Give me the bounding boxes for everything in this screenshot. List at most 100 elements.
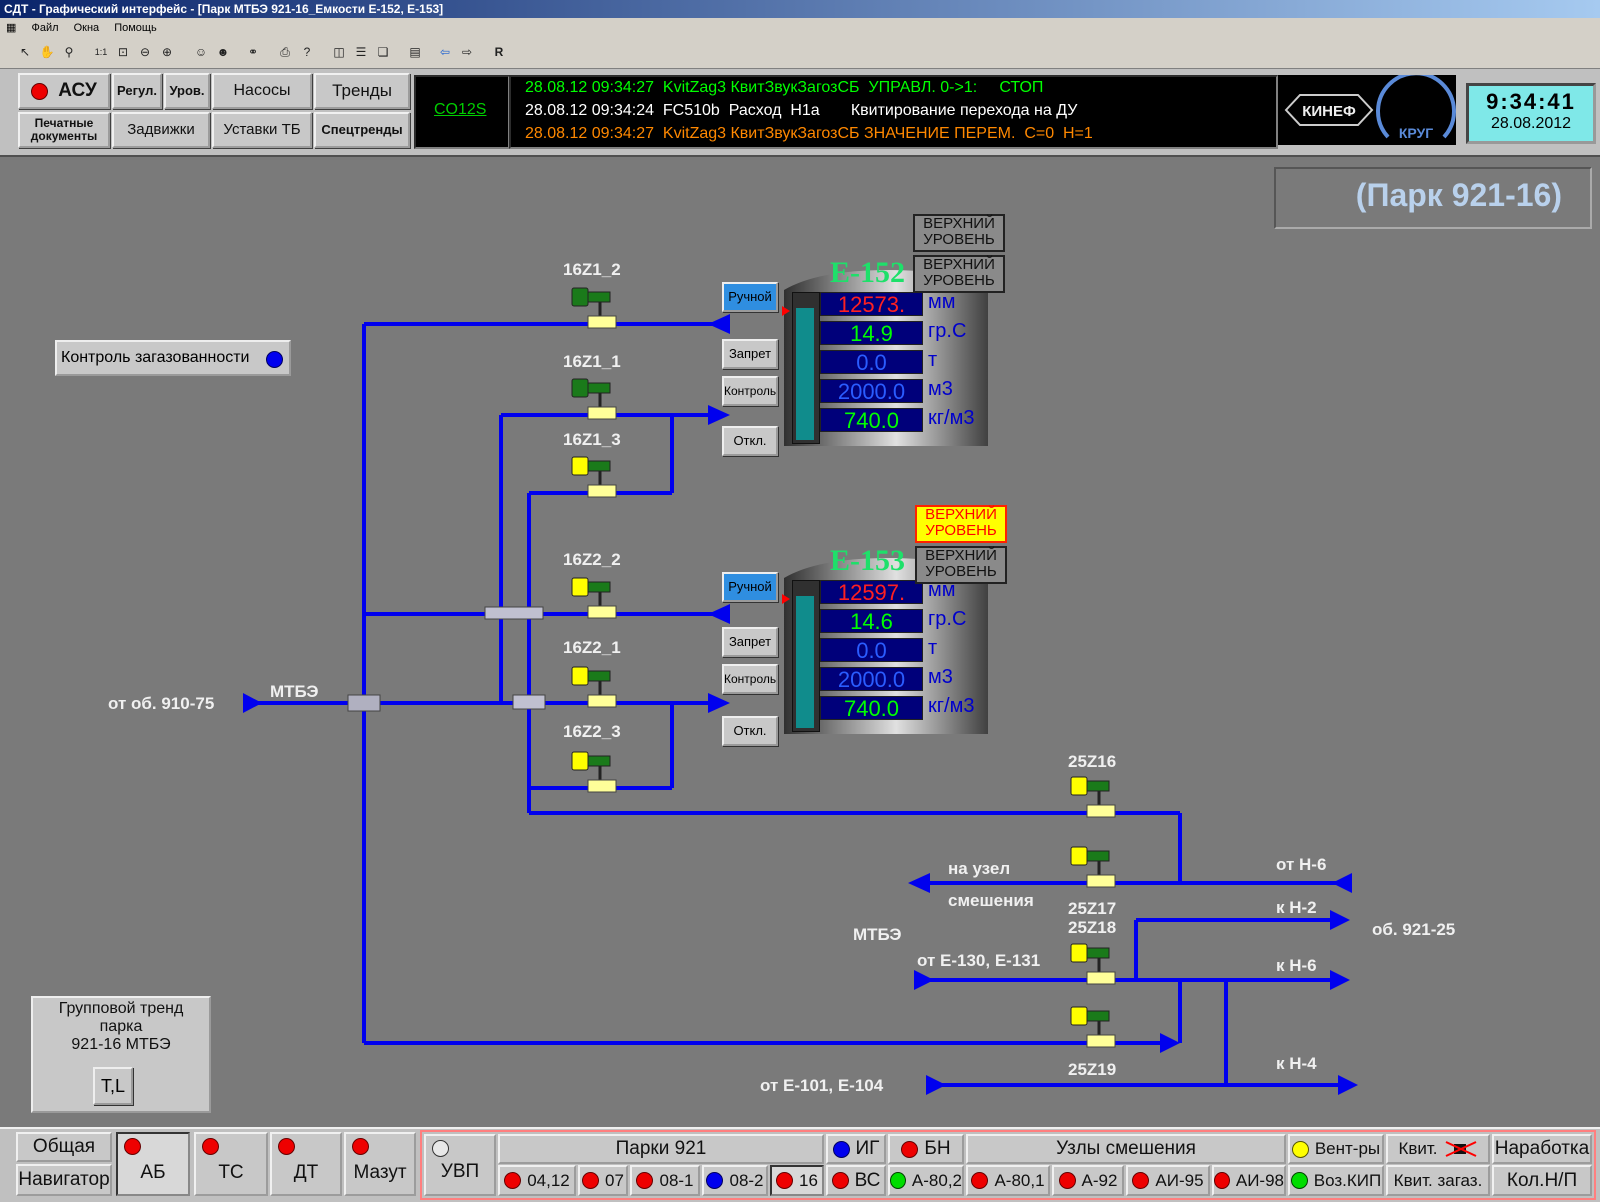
gas-control-button[interactable]: Контроль загазованности [55,340,291,376]
park-07-button[interactable]: 07 [578,1165,628,1196]
e152-control-button[interactable]: Контроль [722,376,778,406]
e152-off-button[interactable]: Откл. [722,426,778,456]
vs-button[interactable]: ВС [826,1165,886,1196]
valve-25z16[interactable] [1069,771,1129,823]
ab-button[interactable]: АБ [116,1132,190,1196]
group-trend-tl-button[interactable]: T,L [93,1067,133,1105]
navigator-button[interactable]: Навигатор [16,1164,112,1196]
asu-status-led [31,82,49,100]
kvit-button[interactable]: Квит. [1386,1134,1490,1164]
zoom-1-1-icon[interactable]: 1:1 [94,47,108,57]
zoom-fit-icon[interactable]: ⊡ [117,45,129,59]
pointer-icon[interactable]: ↖ [19,45,31,59]
bn-button[interactable]: БН [888,1134,964,1164]
urov-button[interactable]: Уров. [164,73,210,109]
a802-button[interactable]: А-80,2 [888,1165,964,1196]
print-icon[interactable]: ⎙ [280,45,290,59]
e152-manual-button[interactable]: Ручной [722,282,778,312]
e153-forbid-button[interactable]: Запрет [722,627,778,657]
tile-vertical-icon[interactable]: ◫ [333,45,345,59]
valve-16z2-2[interactable] [570,572,630,624]
tank-value: 14.9 [820,321,923,346]
menu-help[interactable]: Помощь [114,22,157,34]
valve-16z2-3[interactable] [570,746,630,798]
zoom-out-icon[interactable]: ⊖ [139,45,151,59]
back-arrow-icon[interactable]: ⇦ [439,45,451,59]
vent-button[interactable]: Вент-ры [1288,1134,1384,1164]
menu-file[interactable]: Файл [31,22,59,34]
menu-windows[interactable]: Окна [73,22,100,34]
tile-horizontal-icon[interactable]: ☰ [355,45,367,59]
ig-label: ИГ [855,1138,880,1159]
help-icon[interactable]: ? [303,45,311,59]
tank-value: 14.6 [820,609,923,634]
voz-kip-button[interactable]: Воз.КИП [1288,1165,1384,1196]
cascade-icon[interactable]: ❏ [377,45,389,59]
park-0412-button[interactable]: 04,12 [498,1165,576,1196]
valve-25z19[interactable] [1069,1001,1129,1053]
vent-label: Вент-ры [1314,1139,1381,1158]
park-title-box: (Парк 921-16) [1274,167,1592,229]
obshaya-button[interactable]: Общая [16,1132,112,1162]
kvit-zagaz-button[interactable]: Квит. загаз. [1386,1165,1490,1196]
uzly-smesheniya-header[interactable]: Узлы смешения [966,1134,1286,1164]
valve-25z17[interactable] [1069,841,1129,893]
valve-icon [1070,776,1116,818]
valve-16z2-1[interactable] [570,661,630,713]
forward-arrow-icon[interactable]: ⇨ [461,45,473,59]
nasosy-button[interactable]: Насосы [212,73,312,109]
valve-25z18[interactable] [1069,938,1129,990]
dt-button[interactable]: ДТ [270,1132,342,1196]
asu-button[interactable]: АСУ [18,73,110,109]
mazut-led [352,1138,369,1155]
narabotka-button[interactable]: Наработка [1492,1134,1592,1164]
label-ot-e130: от Е-130, Е-131 [917,951,1041,970]
park-081-button[interactable]: 08-1 [630,1165,700,1196]
valve-16z1-3[interactable] [570,451,630,503]
park-16-button[interactable]: 16 [770,1165,824,1196]
zadvizhki-button[interactable]: Задвижки [112,112,210,148]
ai98-button[interactable]: АИ-98 [1212,1165,1286,1196]
ts-button[interactable]: ТС [194,1132,268,1196]
valve-16z1-2[interactable] [570,282,630,334]
users-icon[interactable]: ☺ [194,45,208,59]
level-setpoint-marker [782,594,790,604]
co12s-panel[interactable]: CO12S [414,75,510,149]
e152-forbid-button[interactable]: Запрет [722,339,778,369]
magnifier-icon[interactable]: ⚲ [64,45,74,59]
ai95-button[interactable]: АИ-95 [1126,1165,1210,1196]
users-edit-icon[interactable]: ☻ [216,45,230,59]
valve-icon [571,751,617,793]
valve-16z1-1[interactable] [570,373,630,425]
co12s-link[interactable]: CO12S [434,101,487,118]
hand-icon[interactable]: ✋ [39,45,55,59]
spectrendy-button[interactable]: Спецтренды [314,112,410,148]
event-line-2: 28.08.12 09:34:24 FC510b Расход Н1а Квит… [525,102,1078,119]
ig-button[interactable]: ИГ [826,1134,886,1164]
zoom-in-icon[interactable]: ⊕ [161,45,173,59]
trendy-button[interactable]: Тренды [314,73,410,109]
window-list-icon[interactable]: ▤ [409,45,421,59]
park-07-led [582,1172,600,1189]
park-082-button[interactable]: 08-2 [702,1165,768,1196]
mazut-button[interactable]: Мазут [344,1132,416,1196]
bn-led [901,1140,919,1158]
a92-button[interactable]: А-92 [1052,1165,1124,1196]
printed-documents-button[interactable]: Печатные документы [18,112,110,148]
regul-button[interactable]: Регул. [112,73,162,109]
e153-control-button[interactable]: Контроль [722,664,778,694]
valve-icon [571,577,617,619]
r-button[interactable]: R [494,45,504,59]
ustavki-tb-button[interactable]: Уставки ТБ [212,112,312,148]
a801-button[interactable]: А-80,1 [966,1165,1050,1196]
e153-manual-button[interactable]: Ручной [722,572,778,602]
binoculars-icon[interactable]: ⚭ [247,45,259,59]
kol-np-button[interactable]: Кол.Н/П [1492,1165,1592,1196]
parki-921-header[interactable]: Парки 921 [498,1134,824,1164]
valve-icon [571,378,617,420]
e153-off-button[interactable]: Откл. [722,716,778,746]
app-icon[interactable]: ▦ [6,22,17,34]
uvp-button[interactable]: УВП [424,1134,496,1196]
